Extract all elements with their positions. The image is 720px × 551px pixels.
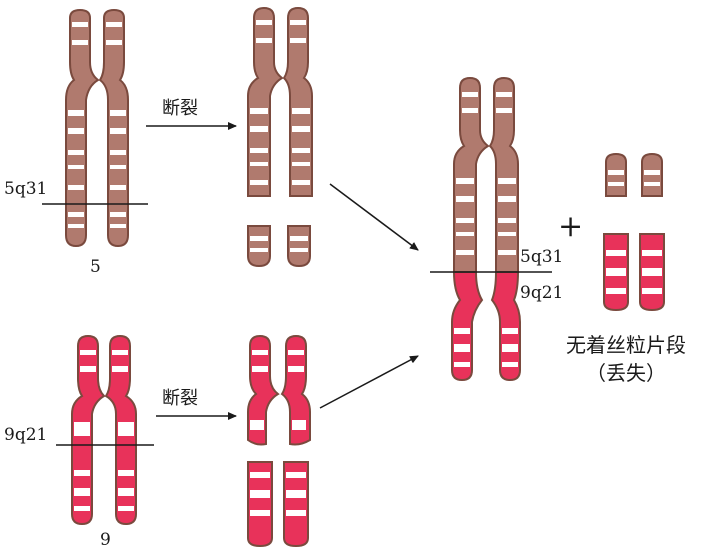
acentric-5-bands: [608, 170, 660, 186]
chr5-broken-left-lower: [247, 225, 271, 268]
label-9q21: 9q21: [4, 425, 47, 445]
label-chromosome-9: 9: [100, 530, 111, 550]
chr9-bands: [74, 350, 134, 511]
chr9-broken-right-upper: [280, 334, 311, 446]
chr5-broken-upper-bands: [250, 20, 310, 185]
chr9-broken-left-upper: [247, 334, 280, 446]
chromosome-5-broken: [247, 6, 313, 268]
plus-sign: +: [558, 209, 583, 244]
chr9-broken-left-lower: [247, 461, 273, 548]
chromosome-5-original: [65, 8, 129, 248]
chr5-broken-left-upper: [247, 6, 284, 197]
derivative-chromosome: [451, 76, 521, 382]
label-acentric-fragment: 无着丝粒片段: [566, 333, 686, 357]
der-lower-bands: [454, 328, 518, 367]
chr5-broken-right-lower: [287, 225, 311, 268]
chromosome-9-broken: [247, 334, 311, 548]
der-upper-bands: [456, 92, 516, 255]
label-break-bottom: 断裂: [162, 388, 198, 409]
arrow-to-result-top: [329, 183, 419, 251]
arrow-to-result-bottom: [319, 355, 419, 409]
chr9-broken-right-lower: [283, 461, 309, 548]
der-right-chromatid-lower: [490, 271, 521, 382]
chr5-broken-right-upper: [282, 6, 313, 197]
acentric-fragments: [603, 152, 665, 312]
der-left-chromatid-upper: [453, 76, 490, 273]
acentric-9-bands: [606, 250, 662, 294]
chr9-broken-lower-bands: [250, 472, 306, 516]
chr9-broken-upper-bands: [250, 350, 306, 430]
label-result-9q21: 9q21: [520, 283, 563, 303]
chr5-bands: [68, 22, 126, 228]
label-chromosome-5: 5: [90, 257, 101, 277]
label-5q31: 5q31: [4, 179, 47, 199]
der-left-chromatid-lower: [451, 271, 484, 382]
label-result-5q31: 5q31: [520, 247, 563, 267]
chr5-broken-lower-bands: [250, 236, 308, 252]
label-break-top: 断裂: [162, 98, 198, 119]
label-lost: （丢失）: [586, 361, 666, 385]
der-right-chromatid-upper: [488, 76, 519, 273]
chromosome-9-original: [71, 334, 137, 526]
